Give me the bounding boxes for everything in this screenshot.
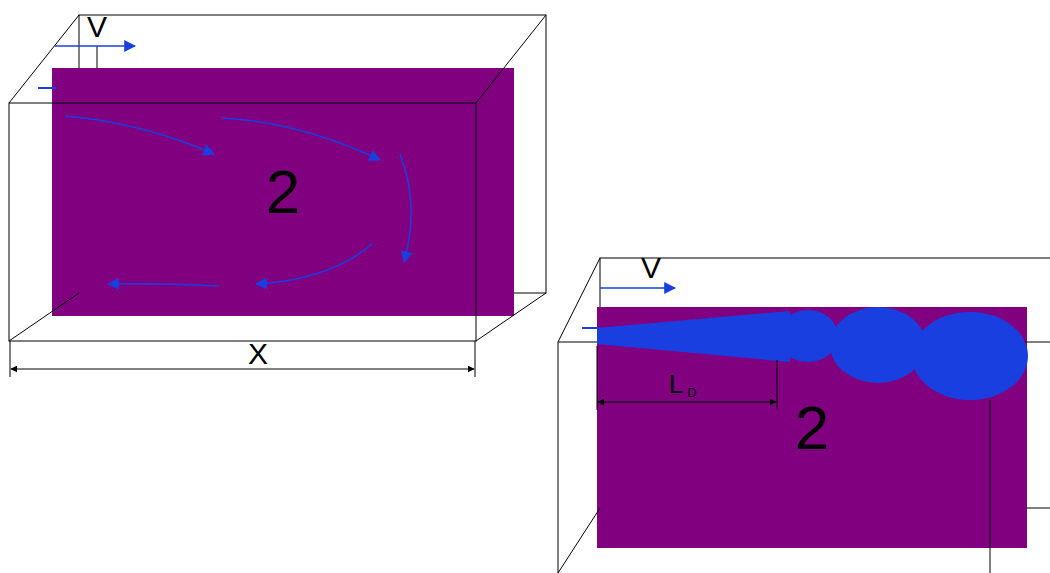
dimension-label: L <box>669 371 683 397</box>
region-number: 2 <box>266 161 300 223</box>
recirculation-arrows <box>65 116 411 286</box>
velocity-label: V <box>87 12 107 42</box>
flow-plane: 2 <box>52 68 514 316</box>
region-number: 2 <box>795 397 829 459</box>
left-box-front <box>9 15 546 341</box>
flow-plane: 2 <box>597 307 1027 548</box>
left-inlet-arrow <box>38 46 135 88</box>
right-inlet-arrow <box>582 288 675 328</box>
right-purple-plane <box>597 307 1027 548</box>
subscript-label: D <box>687 386 696 399</box>
dimension-label: X <box>248 339 268 369</box>
dimension-x <box>10 341 475 377</box>
right-box-front <box>558 258 1050 573</box>
dimension-ld <box>597 346 777 410</box>
velocity-label: V <box>641 253 661 283</box>
jet-plume <box>597 307 1028 400</box>
left-purple-plane <box>52 68 514 316</box>
